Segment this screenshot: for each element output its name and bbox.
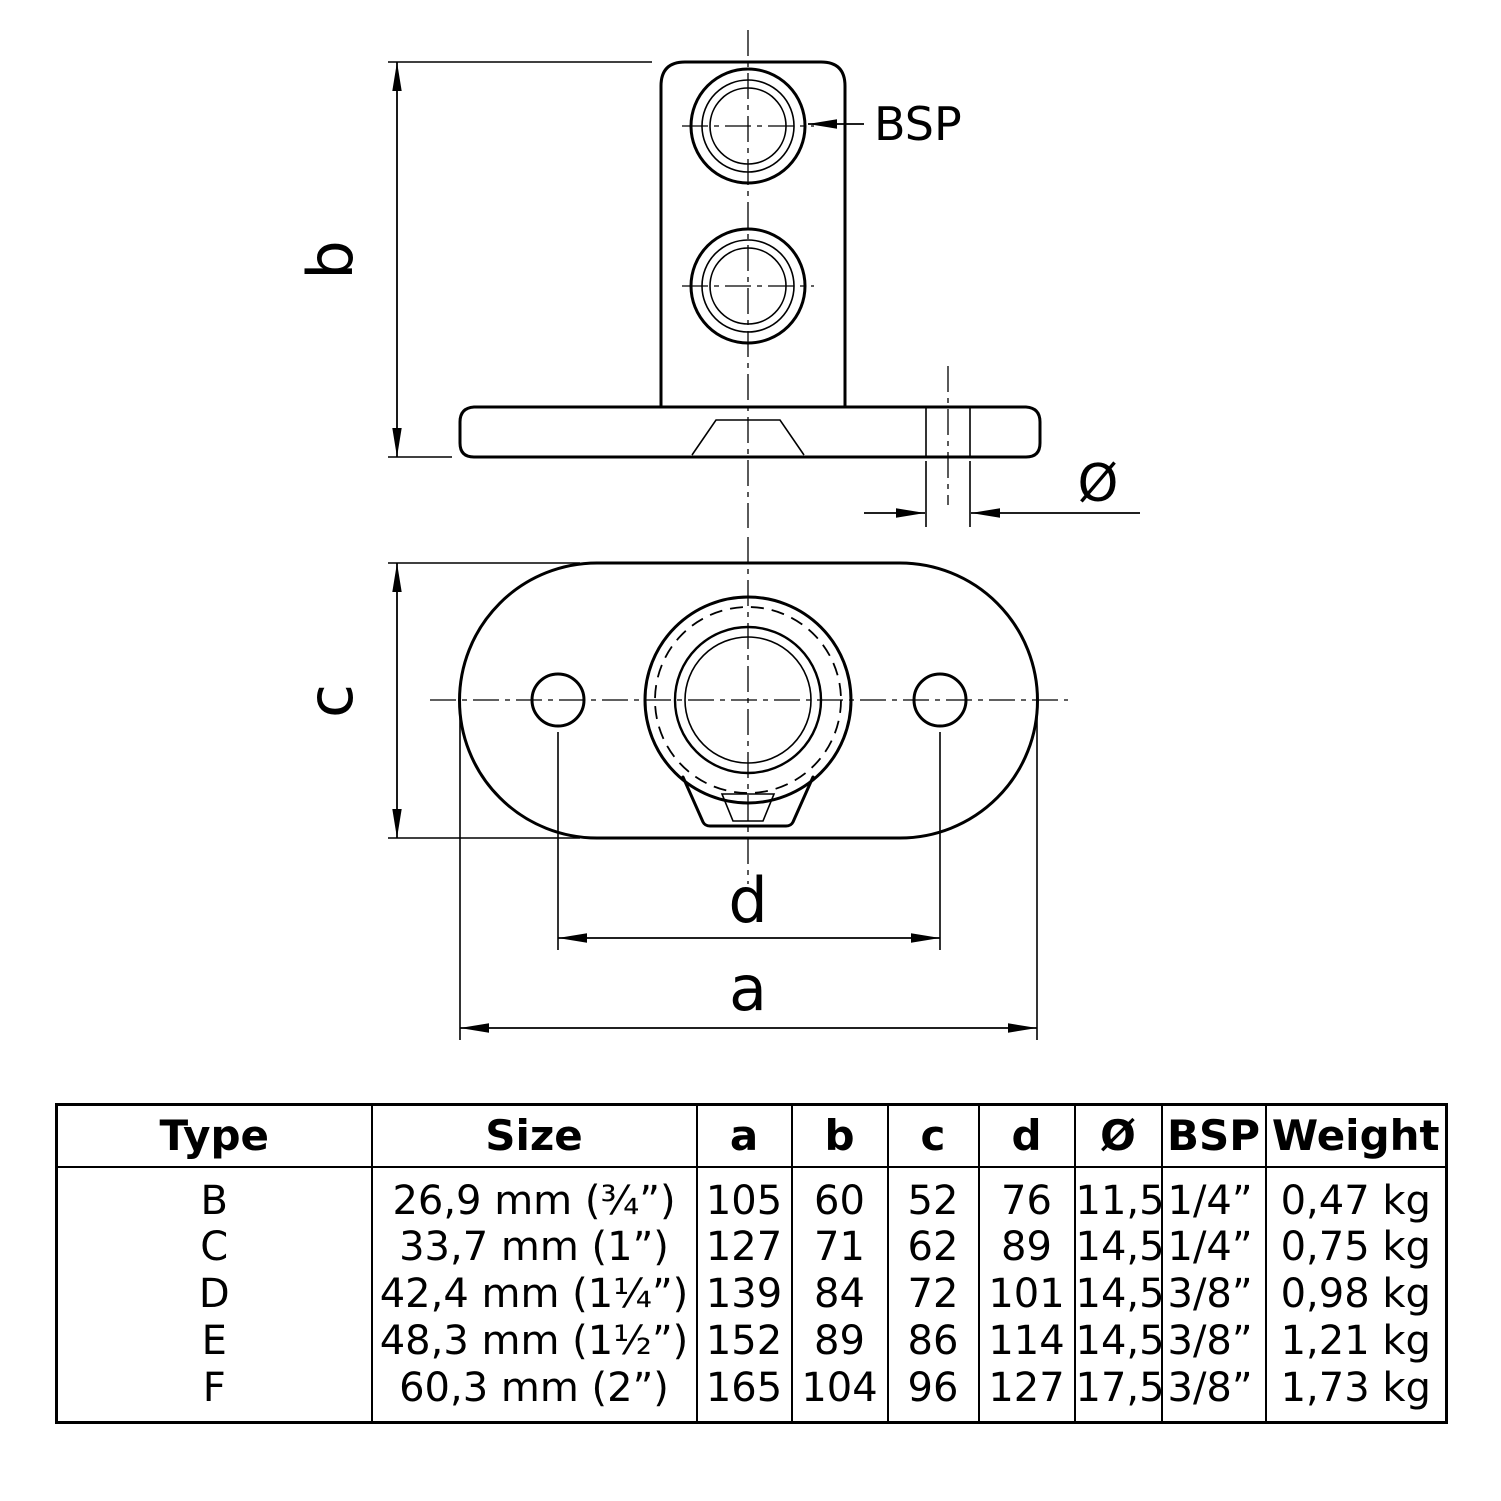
base-plate-side-outline	[458, 405, 1042, 459]
cell-a: 152	[695, 1317, 792, 1365]
cell-weight: 0,98 kg	[1264, 1270, 1447, 1318]
table-row-type-c: C 33,7 mm (1”) 127 71 62 89 14,5 1/4” 0,…	[57, 1223, 1447, 1271]
bsp-callout: BSP	[808, 97, 962, 151]
flange-technical-drawing: b Ø BSP	[294, 30, 1140, 1040]
cell-size: 42,4 mm (1¼”)	[370, 1270, 697, 1318]
cell-diameter: 14,5	[1073, 1317, 1162, 1365]
dimension-a: a	[459, 712, 1038, 1040]
dim-label-b: b	[294, 240, 367, 279]
side-elevation-view	[458, 30, 1042, 528]
bolt-hole-right	[912, 672, 968, 728]
dim-label-a: a	[729, 952, 767, 1025]
cell-d: 101	[977, 1270, 1075, 1318]
table-row-type-b: B 26,9 mm (¾”) 105 60 52 76 11,5 1/4” 0,…	[57, 1166, 1447, 1224]
header-d: d	[977, 1104, 1075, 1168]
cell-diameter: 14,5	[1073, 1223, 1162, 1271]
cell-type: E	[201, 1318, 227, 1364]
cell-b: 60	[790, 1166, 888, 1224]
cell-a: 165	[695, 1364, 792, 1422]
cell-size: 33,7 mm (1”)	[370, 1223, 697, 1271]
center-socket	[643, 595, 853, 805]
cell-bsp: 3/8”	[1160, 1364, 1266, 1422]
cell-a: 105	[695, 1166, 792, 1224]
cell-size: 60,3 mm (2”)	[370, 1364, 697, 1422]
dimension-c: c	[294, 562, 580, 839]
bsp-label: BSP	[874, 97, 962, 151]
cell-c: 86	[886, 1317, 979, 1365]
cell-size: 48,3 mm (1½”)	[370, 1317, 697, 1365]
cell-d: 127	[977, 1364, 1075, 1422]
cell-size: 26,9 mm (¾”)	[370, 1166, 697, 1224]
cell-c: 52	[886, 1166, 979, 1224]
dimension-d: d	[557, 732, 941, 950]
dimension-table: Type Size a b c d Ø BSP Weight B 26,9 mm…	[55, 1103, 1448, 1424]
cell-c: 72	[886, 1270, 979, 1318]
bsp-hole-bottom	[689, 227, 807, 345]
header-a: a	[695, 1104, 792, 1168]
table-row-type-d: D 42,4 mm (1¼”) 139 84 72 101 14,5 3/8” …	[57, 1270, 1447, 1318]
countersink-side	[691, 419, 805, 456]
upright-socket-outline	[659, 60, 847, 409]
cell-diameter: 11,5	[1073, 1166, 1162, 1224]
dimension-b: b	[294, 61, 652, 458]
cell-bsp: 1/4”	[1160, 1223, 1266, 1271]
header-weight: Weight	[1264, 1104, 1447, 1168]
cell-a: 127	[695, 1223, 792, 1271]
set-screw-lug	[681, 775, 815, 828]
table-row-type-e: E 48,3 mm (1½”) 152 89 86 114 14,5 3/8” …	[57, 1317, 1447, 1365]
cell-diameter: 14,5	[1073, 1270, 1162, 1318]
cell-b: 71	[790, 1223, 888, 1271]
cell-weight: 0,75 kg	[1264, 1223, 1447, 1271]
cell-a: 139	[695, 1270, 792, 1318]
dim-label-c: c	[294, 684, 367, 718]
plan-view	[430, 537, 1068, 884]
header-diameter: Ø	[1073, 1104, 1162, 1168]
header-size: Size	[370, 1104, 697, 1168]
cell-weight: 1,21 kg	[1264, 1317, 1447, 1365]
cell-bsp: 3/8”	[1160, 1317, 1266, 1365]
base-plate-plan-outline	[458, 561, 1039, 840]
dim-label-diameter: Ø	[1078, 454, 1119, 514]
cell-b: 84	[790, 1270, 888, 1318]
header-type: Type	[56, 1104, 372, 1168]
cell-type: F	[202, 1364, 226, 1411]
cell-type: B	[200, 1177, 228, 1224]
plate-bolt-hole-side	[925, 366, 971, 505]
cell-weight: 0,47 kg	[1264, 1166, 1447, 1224]
header-b: b	[790, 1104, 888, 1168]
cell-type: C	[200, 1224, 229, 1270]
bsp-hole-top	[689, 67, 807, 185]
cell-d: 76	[977, 1166, 1075, 1224]
dimension-diameter: Ø	[864, 454, 1140, 527]
cell-bsp: 1/4”	[1160, 1166, 1266, 1224]
cell-bsp: 3/8”	[1160, 1270, 1266, 1318]
cell-weight: 1,73 kg	[1264, 1364, 1447, 1422]
header-c: c	[886, 1104, 979, 1168]
cell-diameter: 17,5	[1073, 1364, 1162, 1422]
cell-d: 89	[977, 1223, 1075, 1271]
cell-d: 114	[977, 1317, 1075, 1365]
cell-b: 104	[790, 1364, 888, 1422]
table-row-type-f: F 60,3 mm (2”) 165 104 96 127 17,5 3/8” …	[57, 1364, 1447, 1422]
header-bsp: BSP	[1160, 1104, 1266, 1168]
table-header-row: Type Size a b c d Ø BSP Weight	[56, 1104, 1447, 1168]
cell-c: 62	[886, 1223, 979, 1271]
dim-label-d: d	[728, 864, 767, 937]
cell-type: D	[198, 1271, 230, 1317]
cell-c: 96	[886, 1364, 979, 1422]
bolt-hole-left	[530, 672, 586, 728]
cell-b: 89	[790, 1317, 888, 1365]
